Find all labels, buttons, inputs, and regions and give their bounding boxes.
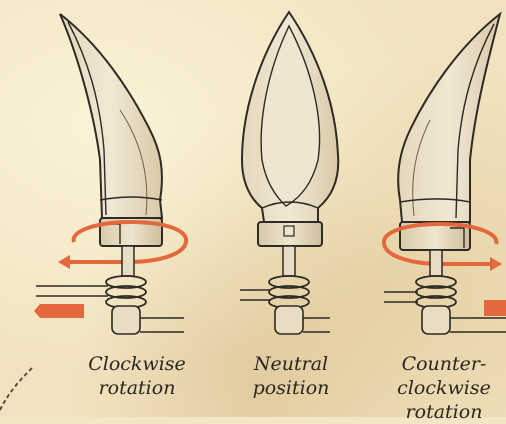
- caption-clockwise: Clockwise rotation: [82, 352, 192, 400]
- caption-line: Clockwise: [82, 352, 192, 376]
- caption-line: rotation: [82, 376, 192, 400]
- push-arrow-left: [34, 304, 84, 318]
- caption-neutral: Neutral position: [236, 352, 346, 400]
- caption-line: rotation: [388, 400, 500, 424]
- push-arrow-right: [484, 300, 506, 316]
- spring-right: [416, 276, 456, 308]
- caption-line: position: [236, 376, 346, 400]
- caption-line: clockwise: [388, 376, 500, 400]
- spring-neutral: [269, 276, 309, 308]
- caption-counter: Counter- clockwise rotation: [388, 352, 500, 424]
- panel-neutral: [240, 12, 338, 334]
- caption-line: Neutral: [236, 352, 346, 376]
- panel-clockwise: [34, 14, 186, 334]
- caption-line: Counter-: [388, 352, 500, 376]
- rope-decoration: [0, 366, 34, 410]
- spring-left: [106, 276, 146, 308]
- panel-counter: [384, 14, 506, 334]
- fin-right: [398, 14, 500, 222]
